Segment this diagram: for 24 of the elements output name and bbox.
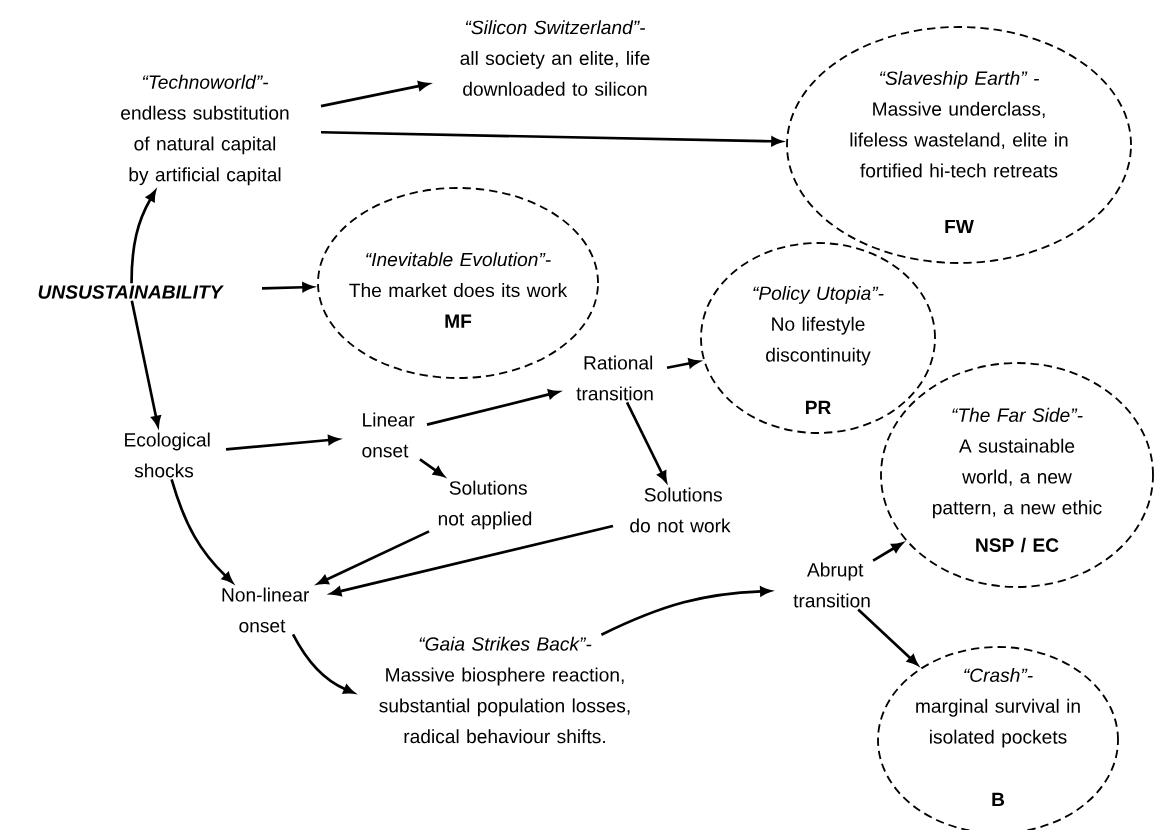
scenario-text: Abrupt transition — [793, 562, 870, 608]
scenario-text: Ecological shocks — [125, 432, 210, 478]
arrow — [320, 81, 430, 108]
scenario-text: UNSUSTAINABILITY — [38, 285, 224, 299]
scenario-text: “Silicon Switzerland”- all society an elite, life downloaded to silicon — [460, 20, 650, 96]
arrow — [261, 282, 314, 293]
scenario-text: Solutions do not work — [630, 487, 731, 533]
arrow — [666, 358, 700, 370]
scenario-text: Linear onset — [362, 412, 415, 458]
scenario-text: “Gaia Strikes Back”- Massive biosphere reaction, substantial population losses, radical behaviour shifts. — [379, 636, 630, 744]
arrow — [625, 401, 667, 483]
scenario-text: “Technoworld”- endless substitution of natural capital by artificial capital — [121, 74, 289, 186]
arrow — [130, 190, 156, 284]
arrow — [291, 633, 355, 694]
arrow — [600, 586, 772, 636]
arrow — [170, 479, 234, 584]
arrow — [419, 458, 445, 477]
arrow — [872, 542, 903, 562]
arrow — [857, 608, 919, 666]
arrow — [225, 435, 340, 451]
scenario-text: Non-linear onset — [222, 587, 310, 633]
arrow — [426, 389, 560, 426]
scenario-text: Rational transition — [576, 355, 653, 401]
scenario-text: Solutions not applied — [438, 480, 532, 530]
